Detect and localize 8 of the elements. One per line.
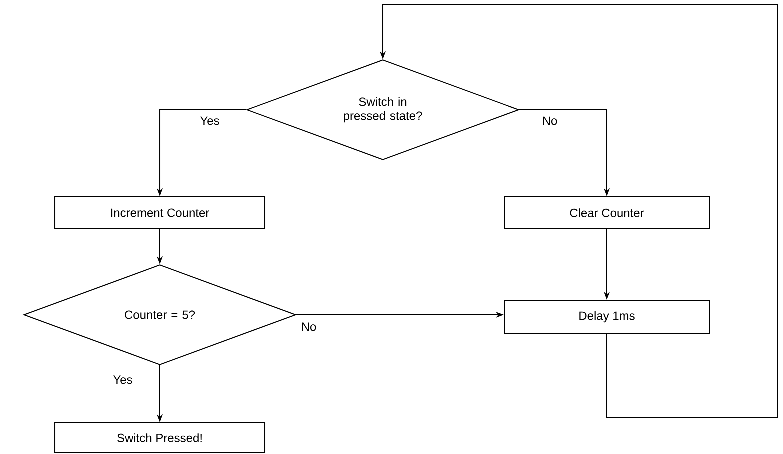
process-box: Switch Pressed! — [54, 422, 266, 454]
edge-label: No — [541, 116, 559, 126]
process-box: Delay 1ms — [504, 300, 710, 334]
edge-label: Yes — [112, 374, 134, 386]
edge-label: No — [300, 322, 318, 332]
process-box: Increment Counter — [54, 196, 266, 230]
edge-label: Yes — [199, 116, 221, 126]
process-box: Clear Counter — [504, 196, 710, 230]
